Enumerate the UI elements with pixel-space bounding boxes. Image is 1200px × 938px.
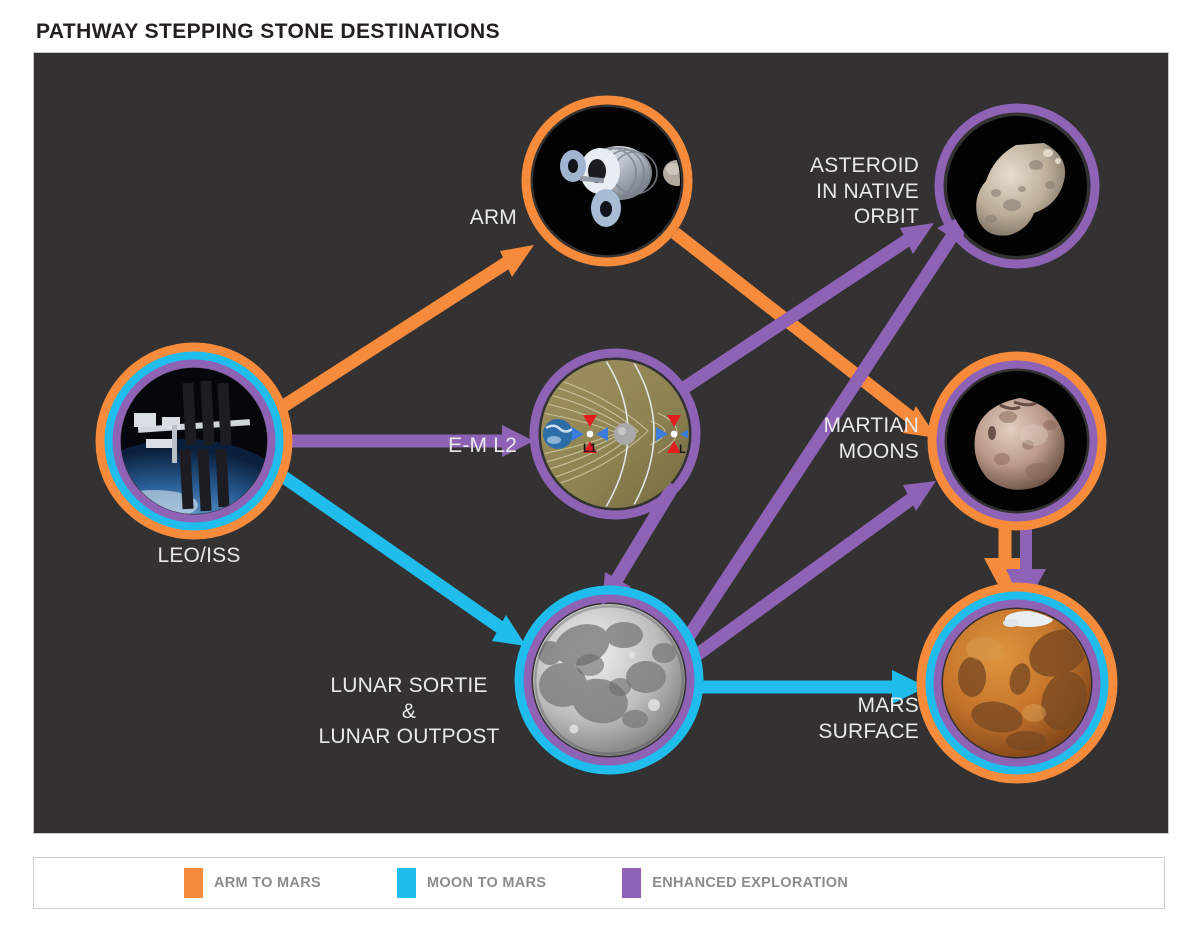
pathway-diagram: L1 L2 bbox=[59, 95, 1118, 784]
edge-lunar-to-martian-moons bbox=[690, 481, 936, 663]
node-label-leo-iss: LEO/ISS bbox=[157, 544, 241, 567]
edge-leo-to-arm bbox=[275, 245, 534, 415]
ring-arm-to-mars bbox=[95, 342, 293, 540]
l1-label: L1 bbox=[583, 443, 597, 455]
legend-swatch-arm-to-mars bbox=[184, 868, 203, 898]
edge-eml2-to-asteroid bbox=[677, 223, 934, 396]
legend-label-arm-to-mars: ARM TO MARS bbox=[214, 875, 321, 891]
ring-moon-to-mars bbox=[103, 350, 285, 532]
edge-leo-to-lunar bbox=[274, 467, 526, 646]
node-arm[interactable] bbox=[521, 95, 693, 267]
ring-enhanced-exploration bbox=[935, 359, 1099, 523]
ring-arm-to-mars bbox=[916, 582, 1118, 784]
node-martian-moons[interactable] bbox=[927, 351, 1107, 531]
node-label-em-l2: E-M L2 bbox=[448, 434, 517, 457]
ring-arm-to-mars bbox=[521, 95, 693, 267]
edge-leo-to-eml2 bbox=[286, 425, 534, 457]
lagrange-marker-l1 bbox=[572, 415, 608, 453]
edge-arm-to-martian-moons bbox=[670, 227, 937, 438]
ring-enhanced-exploration bbox=[529, 348, 701, 520]
node-lunar[interactable] bbox=[514, 585, 704, 775]
diagram-canvas: L1 L2 bbox=[33, 52, 1169, 834]
legend-label-moon-to-mars: MOON TO MARS bbox=[426, 875, 547, 891]
ring-arm-to-mars bbox=[927, 351, 1107, 531]
legend-swatch-enhanced-exploration bbox=[622, 868, 642, 898]
node-label-asteroid-native-orbit: ASTEROID IN NATIVE ORBIT bbox=[810, 154, 919, 229]
node-em-l2[interactable]: L1 L2 bbox=[529, 348, 701, 520]
l2-label: L2 bbox=[679, 444, 692, 456]
legend-item-arm-to-mars: ARM TO MARS bbox=[184, 868, 321, 898]
node-asteroid-native-orbit[interactable] bbox=[934, 103, 1100, 269]
node-label-mars-surface: MARS SURFACE bbox=[818, 694, 919, 743]
lagrange-marker-l2 bbox=[656, 415, 688, 453]
ring-enhanced-exploration bbox=[111, 358, 277, 524]
node-label-martian-moons: MARTIAN MOONS bbox=[823, 414, 919, 463]
node-mars-surface[interactable] bbox=[916, 582, 1118, 784]
edge-lunar-to-mars-surface bbox=[700, 670, 927, 704]
legend: ARM TO MARS MOON TO MARS ENHANCED EXPLOR… bbox=[33, 857, 1165, 909]
ring-enhanced-exploration bbox=[934, 103, 1100, 269]
legend-label-enhanced-exploration: ENHANCED EXPLORATION bbox=[652, 875, 849, 891]
legend-item-moon-to-mars: MOON TO MARS bbox=[396, 868, 547, 898]
node-label-arm: ARM bbox=[469, 206, 517, 229]
ring-moon-to-mars bbox=[924, 590, 1110, 776]
node-leo-iss[interactable] bbox=[59, 342, 309, 607]
ring-enhanced-exploration bbox=[522, 593, 696, 767]
legend-swatch-moon-to-mars bbox=[396, 868, 416, 898]
node-label-lunar: LUNAR SORTIE & LUNAR OUTPOST bbox=[318, 674, 500, 749]
page-title: PATHWAY STEPPING STONE DESTINATIONS bbox=[36, 20, 501, 43]
ring-enhanced-exploration bbox=[932, 598, 1102, 768]
legend-item-enhanced-exploration: ENHANCED EXPLORATION bbox=[622, 868, 848, 898]
ring-moon-to-mars bbox=[514, 585, 704, 775]
